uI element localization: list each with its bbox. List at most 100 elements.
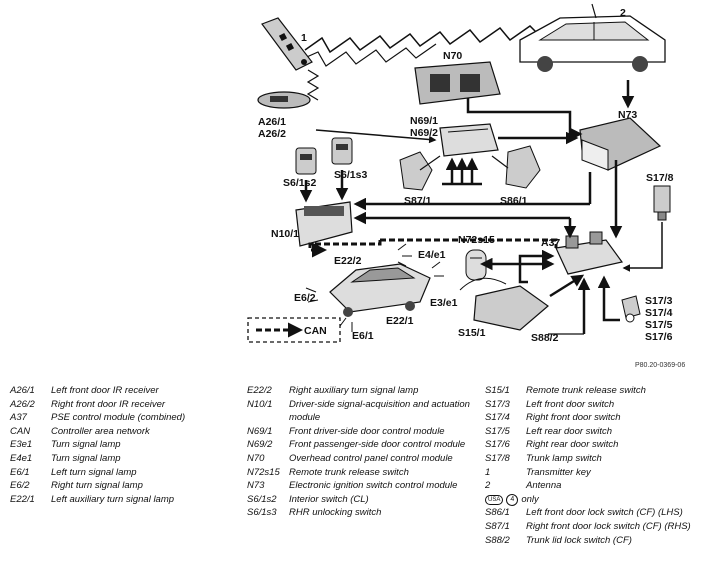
legend-entry: S17/3 Left front door switch	[485, 398, 700, 412]
trunk-lamp-switch-icon	[653, 185, 671, 221]
trunk-release-switch-icon	[465, 249, 487, 281]
legend-description: Antenna	[526, 480, 562, 492]
legend-code: S6/1s2	[247, 493, 277, 505]
sam-module-icon	[295, 201, 353, 247]
label-e6-1: E6/1	[352, 330, 374, 342]
variant-circle-icon: 4	[506, 493, 519, 506]
label-s17-6: S17/6	[645, 331, 673, 343]
label-n70: N70	[443, 50, 462, 62]
door-switch-icon	[621, 295, 641, 323]
ir-signal-zigzag	[304, 25, 541, 54]
legend-entry: S6/1s2 Interior switch (CL)	[247, 493, 472, 507]
label-a26-2: A26/2	[258, 128, 286, 140]
legend-description: Turn signal lamp	[51, 452, 121, 464]
legend-code: S17/3	[485, 398, 510, 410]
legend-description: Remote trunk release switch	[289, 466, 409, 478]
label-n72s15: N72s15	[458, 234, 495, 246]
signal-lines	[299, 80, 663, 335]
legend-entry: S6/1s3 RHR unlocking switch	[247, 506, 472, 520]
legend-entry: E3e1 Turn signal lamp	[10, 438, 235, 452]
legend-description: Driver-side signal-acquisition and actua…	[289, 398, 470, 424]
legend-code: S17/6	[485, 439, 510, 451]
trunk-latch-icon	[459, 277, 549, 331]
legend-description: RHR unlocking switch	[289, 507, 382, 519]
label-a26-1: A26/1	[258, 116, 286, 128]
legend-description: Left turn signal lamp	[51, 466, 137, 478]
legend-description: Interior switch (CL)	[289, 493, 369, 505]
key-to-handle-zigzag	[306, 69, 320, 101]
label-e6-2: E6/2	[294, 292, 316, 304]
pse-module-icon	[555, 231, 624, 275]
label-s17-8: S17/8	[646, 172, 674, 184]
legend-description: Trunk lamp switch	[526, 452, 602, 464]
legend-code: E22/2	[247, 385, 272, 396]
legend-description: Transmitter key	[526, 466, 591, 478]
label-e22-2: E22/2	[334, 255, 362, 267]
label-s15-1: S15/1	[458, 327, 486, 339]
legend-code: N72s15	[247, 466, 280, 478]
car-lamps-icon	[329, 263, 431, 317]
legend-description: Remote trunk release switch	[526, 385, 646, 396]
legend-description: Front driver-side door control module	[289, 425, 445, 437]
legend-code: E3e1	[10, 439, 33, 451]
ir-signal-zigzag-2	[299, 43, 437, 67]
label-n10-1: N10/1	[271, 228, 299, 240]
legend-description: Trunk lid lock switch (CF)	[526, 534, 632, 546]
label-n69-1: N69/1	[410, 115, 438, 127]
legend-code: S15/1	[485, 385, 510, 396]
legend-code: E6/1	[10, 466, 30, 478]
car-icon	[519, 3, 666, 72]
door-control-module-icon	[439, 123, 499, 157]
right-lock-switch-icon	[399, 151, 433, 191]
legend-code: S17/4	[485, 412, 510, 424]
only-text: only	[521, 493, 539, 505]
legend-description: Left front door lock switch (CF) (LHS)	[526, 507, 683, 519]
legend-code: 1	[485, 466, 491, 478]
label-s6-1s2: S6/1s2	[283, 177, 316, 189]
legend-entry: N72s15 Remote trunk release switch	[247, 466, 472, 480]
legend-code: N69/2	[247, 439, 273, 451]
can-legend-box	[247, 317, 341, 343]
legend-code: E22/1	[10, 493, 35, 505]
legend-code: E6/2	[10, 480, 30, 492]
legend-code: S87/1	[485, 520, 510, 532]
label-s17-3: S17/3	[645, 295, 673, 307]
unlocking-switch-icon	[331, 137, 353, 165]
door-handle-icon	[257, 91, 311, 109]
legend-code: N69/1	[247, 425, 273, 437]
system-diagram: 1 2 N70 A26/1 A26/2 N69/1 N69/2 N73	[247, 3, 674, 344]
legend-description: Turn signal lamp	[51, 439, 121, 451]
legend-code: S6/1s3	[247, 507, 277, 519]
legend-code: S17/5	[485, 425, 510, 437]
legend-description: Left front door switch	[526, 398, 615, 410]
legend-code: CAN	[10, 425, 31, 437]
legend-entry: E6/1 Left turn signal lamp	[10, 466, 235, 480]
lamp-flash-icon	[305, 243, 444, 332]
legend-code: A26/2	[10, 398, 35, 410]
legend-entry: CAN Controller area network	[10, 425, 235, 439]
legend-entry: 1 Transmitter key	[485, 466, 700, 480]
legend-code: N70	[247, 452, 265, 464]
label-can: CAN	[304, 325, 327, 337]
legend-code: S86/1	[485, 507, 510, 519]
legend-description: Controller area network	[51, 425, 150, 437]
